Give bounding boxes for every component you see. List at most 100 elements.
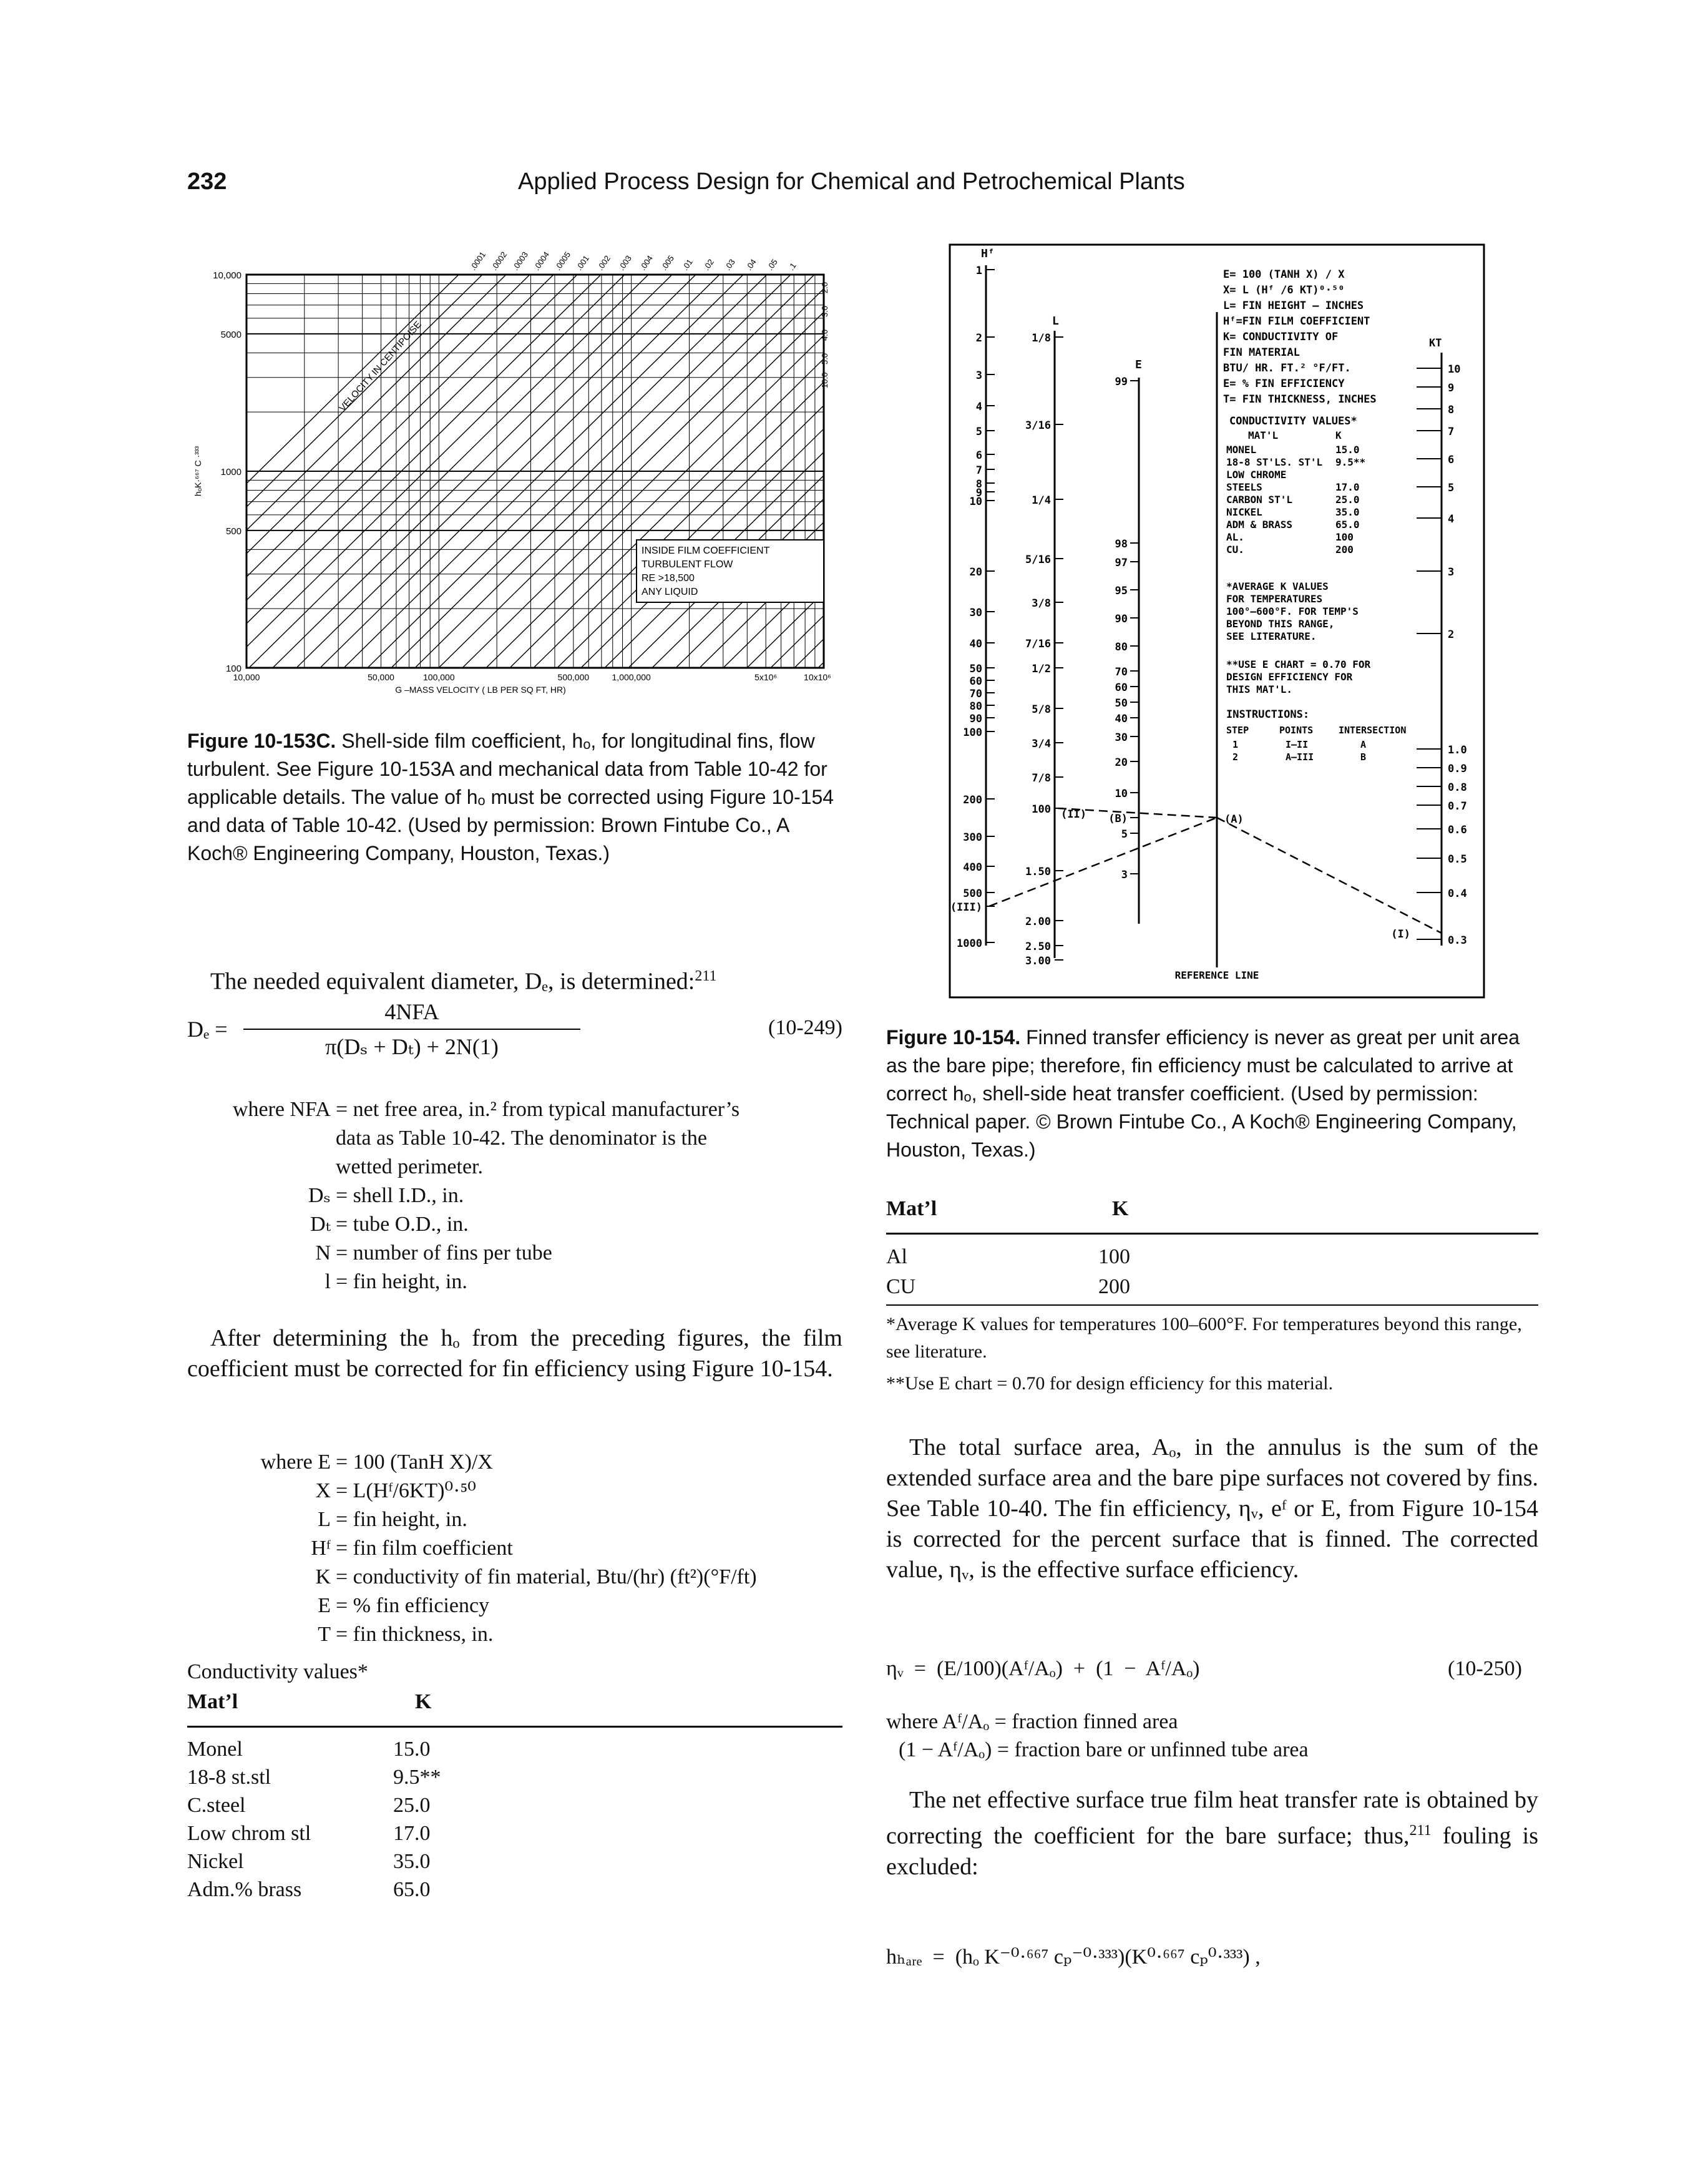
viscosity-line (414, 274, 815, 668)
e-tick-label: (B) (1108, 813, 1128, 825)
where-symbol: where E (260, 1450, 331, 1474)
viscosity-line (225, 274, 625, 668)
note-line: THIS MAT'L. (1226, 683, 1292, 695)
k-value-cell: 17.0 (393, 1822, 431, 1845)
hf-tick-label: 200 (963, 794, 982, 806)
note-line: *AVERAGE K VALUES (1226, 580, 1329, 592)
l-tick-label: 1/4 (1032, 494, 1051, 507)
hf-tick-label: 7 (976, 464, 982, 477)
legend-line: E= % FIN EFFICIENCY (1223, 378, 1345, 390)
l-tick-label: 3/4 (1032, 738, 1051, 750)
where-row: l= fin height, in. (187, 1268, 849, 1296)
info-box-line: INSIDE FILM COEFFICIENT (642, 545, 770, 556)
k-value-cell: 100 (1098, 1245, 1130, 1268)
e-tick-label: 60 (1115, 682, 1128, 694)
where-row: T= fin thickness, in. (187, 1620, 849, 1649)
hf-tick-label: 3 (976, 369, 982, 382)
note-line: BEYOND THIS RANGE, (1226, 618, 1334, 630)
where-symbol: X (315, 1479, 331, 1502)
legend-line: X= L (Hᶠ /6 KT)⁰·⁵⁰ (1223, 284, 1344, 296)
where-definition: = fin film coefficient (336, 1537, 513, 1560)
eq-number: (10-249) (768, 1016, 842, 1039)
y-tick-label: 1000 (221, 467, 242, 477)
e-tick-label: 3 (1121, 869, 1128, 881)
e-tick-label: 98 (1115, 538, 1128, 550)
viscosity-line (201, 274, 602, 668)
where-definition: = conductivity of fin material, Btu/(hr)… (336, 1565, 757, 1588)
l-scale-label: L (1052, 315, 1059, 328)
e-tick-label: 50 (1115, 697, 1128, 710)
reference-mark: 211 (695, 968, 717, 984)
point-i-label: (I) (1391, 928, 1410, 941)
viscosity-line (391, 274, 791, 668)
hf-tick-label: 90 (970, 713, 982, 725)
conductivity-value: 15.0 (1335, 444, 1360, 456)
equation-10-250: ηᵥ = (E/100)(Aᶠ/Aₒ) + (1 − Aᶠ/Aₒ) (886, 1657, 1200, 1680)
conductivity-value: 35.0 (1335, 506, 1360, 518)
k-value-cell: 65.0 (393, 1878, 431, 1901)
viscosity-label-right: 3.0 (820, 306, 829, 317)
viscosity-line (187, 274, 483, 566)
plot-frame-top (245, 273, 825, 669)
l-tick-label: 1.50 (1025, 866, 1051, 878)
viscosity-label-right: 2.0 (820, 282, 829, 293)
right-table-header-k: K (1112, 1197, 1129, 1220)
note-line: DESIGN EFFICIENCY FOR (1226, 671, 1353, 683)
kt-tick-label: 0.9 (1448, 763, 1467, 775)
construction-line-b (988, 816, 1218, 907)
kt-tick-label: 0.6 (1448, 824, 1467, 836)
where-definition: = fin height, in. (336, 1508, 467, 1531)
y-axis-label: hₒK·⁶⁶⁷ C ·³³³ (193, 446, 203, 497)
instructions-intersection: A (1360, 739, 1366, 750)
kt-tick-label: 4 (1448, 513, 1454, 526)
right-paragraph-2: The net effective surface true film heat… (886, 1785, 1538, 1882)
conductivity-material: MONEL (1226, 444, 1256, 456)
viscosity-line (486, 310, 849, 668)
where-definition: = fin height, in. (336, 1270, 467, 1293)
kt-tick-label: 7 (1448, 426, 1454, 438)
material-cell: Adm.% brass (187, 1878, 302, 1901)
where-symbol: Dₜ (310, 1213, 331, 1236)
where-definition: = % fin efficiency (336, 1594, 490, 1617)
x-tick-label: 500,000 (558, 672, 590, 682)
hf-tick-label: 80 (970, 700, 982, 713)
e-tick-label: 80 (1115, 641, 1128, 653)
where-row: N= number of fins per tube (187, 1239, 849, 1268)
hf-tick-label: (III) (950, 901, 982, 914)
e-tick-label: 97 (1115, 557, 1128, 569)
figure-10-154-nomograph: Hᶠ12345678910203040506070809010020030040… (949, 243, 1485, 999)
info-box-line: ANY LIQUID (642, 587, 698, 597)
conductivity-material: CU. (1226, 544, 1244, 555)
legend-line: T= FIN THICKNESS, INCHES (1223, 393, 1377, 406)
running-title: Applied Process Design for Chemical and … (518, 169, 1185, 195)
viscosity-line (248, 274, 649, 668)
where-symbol (187, 1124, 336, 1153)
conductivity-material: ADM & BRASS (1226, 519, 1292, 531)
hf-tick-label: 50 (970, 663, 982, 675)
e-tick-label: 10 (1115, 788, 1128, 800)
eq-denominator: π(Dₛ + Dₜ) + 2N(1) (325, 1034, 499, 1059)
viscosity-line (187, 274, 507, 589)
eq-number-250: (10-250) (1448, 1657, 1522, 1680)
kt-tick-label: 8 (1448, 404, 1454, 416)
viscosity-line (557, 380, 849, 668)
k-value-cell: 35.0 (393, 1850, 431, 1873)
legend-line: L= FIN HEIGHT – INCHES (1223, 300, 1364, 312)
where-symbol: L (318, 1508, 331, 1531)
l-tick-label: 3.00 (1025, 955, 1051, 967)
hf-tick-label: 10 (970, 496, 982, 508)
hf-tick-label: 8 (976, 478, 982, 491)
conductivity-value: 65.0 (1335, 519, 1360, 531)
hf-tick-label: 1 (976, 265, 982, 277)
material-cell: C.steel (187, 1794, 246, 1817)
eq-numerator: 4NFA (384, 999, 439, 1024)
e-tick-label: 40 (1115, 713, 1128, 725)
hf-tick-label: 9 (976, 487, 982, 499)
where-definition: = L(Hᶠ/6KT)⁰·⁵⁰ (336, 1479, 476, 1502)
instructions-intersection: B (1360, 751, 1366, 763)
